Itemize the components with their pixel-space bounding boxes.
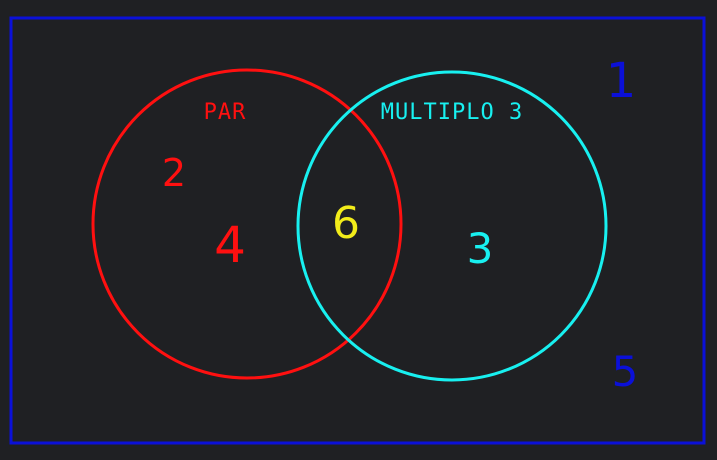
element-2: 2 [162, 151, 186, 195]
set-par-label: PAR [204, 100, 247, 125]
element-5: 5 [612, 347, 639, 396]
element-3: 3 [467, 224, 494, 273]
universe-rectangle [9, 16, 706, 445]
set-multiplo-circle [296, 70, 608, 382]
element-1: 1 [606, 53, 637, 109]
set-par-circle [91, 68, 403, 380]
set-multiplo-label: MULTIPLO 3 [381, 100, 523, 125]
element-4: 4 [214, 216, 246, 274]
element-6: 6 [332, 198, 360, 249]
